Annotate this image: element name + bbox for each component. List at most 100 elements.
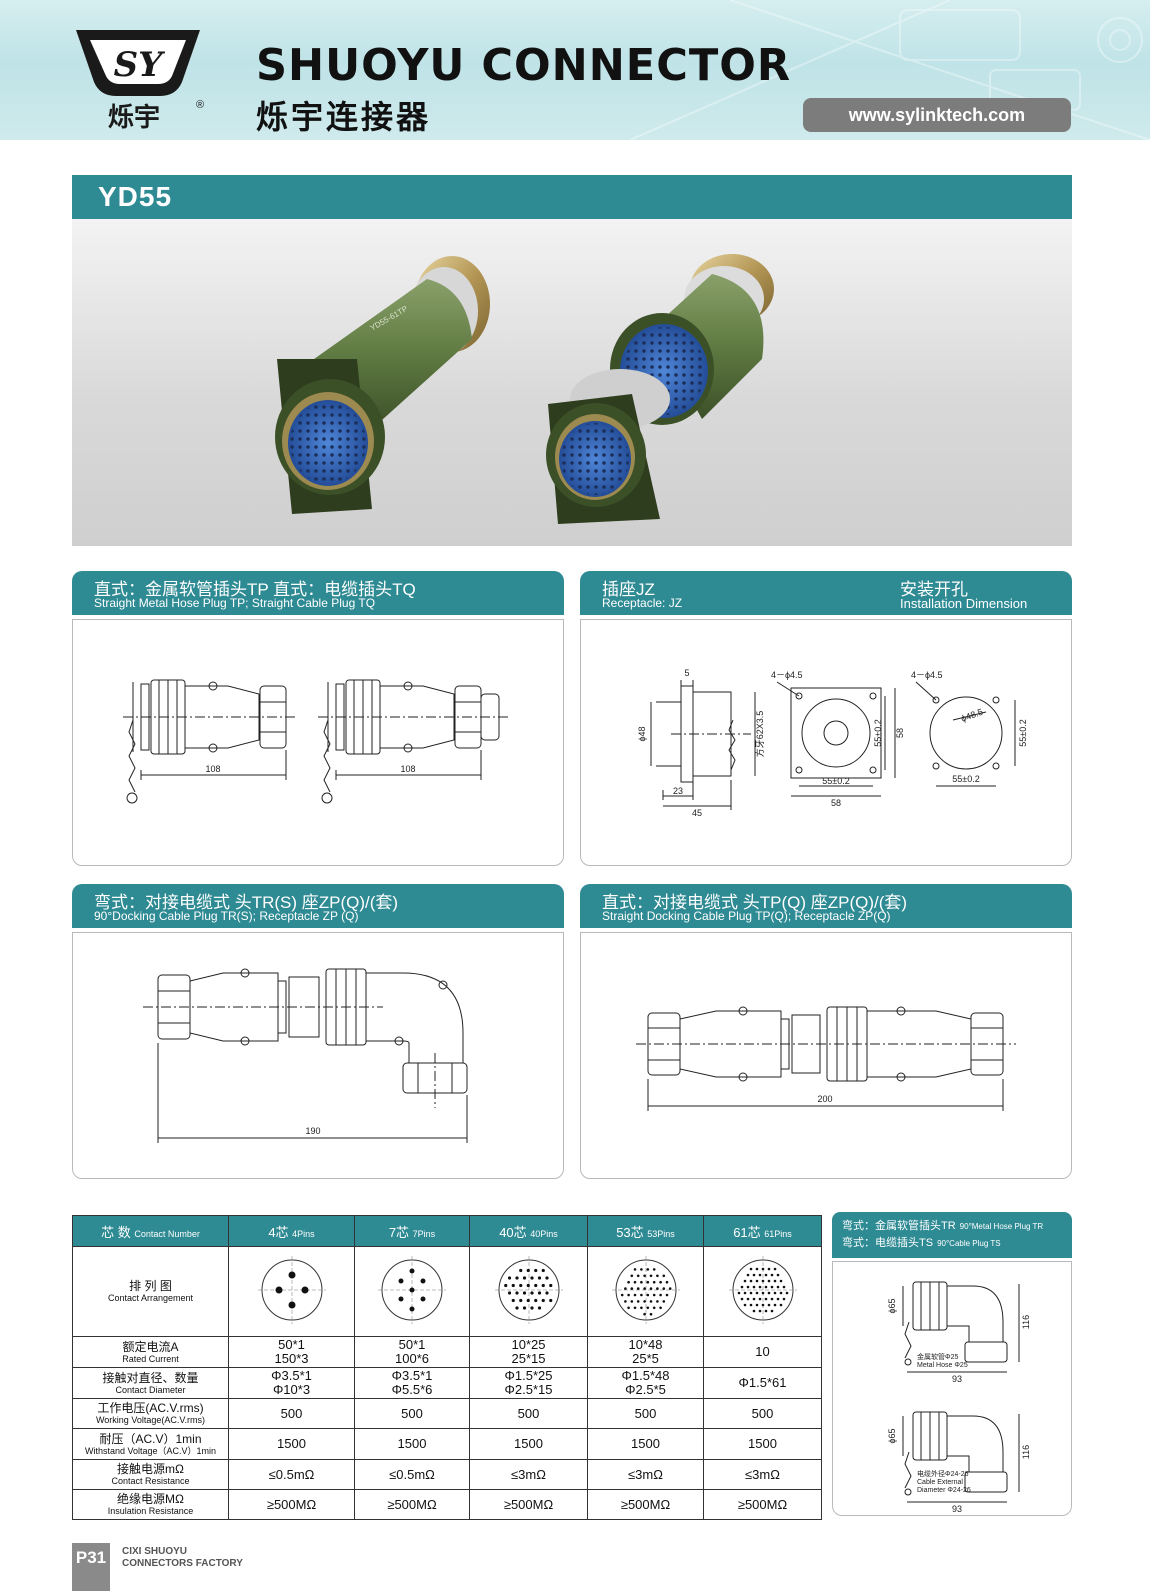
contact-pin [764, 1309, 767, 1313]
contact-pin [767, 1303, 770, 1307]
side-bottom-cable-cn: 电缆外径Φ24-26 [917, 1469, 969, 1478]
side-top-width: 93 [952, 1374, 962, 1384]
contact-pin [752, 1273, 755, 1277]
contact-pin [658, 1280, 662, 1284]
logo-mark: SY [114, 45, 166, 85]
cell: ≥500MΩ [587, 1489, 704, 1520]
section-plug-tp-tq-drawing: 108 108 [72, 619, 564, 866]
contact-pin [646, 1268, 649, 1271]
cell: 1500 [228, 1428, 355, 1460]
col-cn: 40芯 [499, 1224, 527, 1240]
arrangement-diagram [728, 1256, 797, 1324]
cell: ≥500MΩ [228, 1489, 355, 1520]
dim-holes-b: 4－ϕ4.5 [911, 670, 943, 680]
spec-header-cn: 芯 数 [101, 1224, 131, 1240]
contact-pin [767, 1267, 770, 1271]
side-panel-drawing: ϕ65 116 金属软管Φ25 Metal Hose Φ25 93 ϕ65 11… [832, 1261, 1072, 1516]
cell: Φ1.5*61 [703, 1367, 822, 1399]
row-label-en: Contact Arrangement [107, 1293, 194, 1303]
cell-line: 10*25 [511, 1337, 546, 1352]
contact-pin [658, 1293, 662, 1297]
cell-line: Φ10*3 [272, 1382, 311, 1397]
website-link[interactable]: www.sylinktech.com [803, 98, 1071, 132]
side-top-hose-cn: 金属软管Φ25 [917, 1352, 958, 1361]
contact-pin [652, 1268, 655, 1271]
contact-pin [420, 1278, 426, 1284]
contact-pin [746, 1285, 749, 1289]
page-number: P31 [72, 1543, 110, 1591]
side-bottom-cable-en2: Diameter Φ24-26 [917, 1487, 971, 1494]
contact-pin [649, 1274, 652, 1278]
contact-pin [646, 1306, 649, 1310]
row-label-en: Working Voltage(AC.V.rms) [95, 1415, 206, 1425]
contact-pin [537, 1291, 541, 1295]
contact-pin [522, 1291, 526, 1295]
contact-pin [642, 1312, 646, 1316]
receptacle-drawing: 5 ϕ48 23 45 方牙62X3.5 4－ϕ4.5 55±0.2 58 55… [637, 668, 1028, 818]
cell: 500 [469, 1398, 588, 1429]
spec-header-label: 芯 数 Contact Number [72, 1215, 229, 1247]
cell-line: 10 [755, 1344, 770, 1359]
contact-pin [749, 1291, 752, 1295]
section-title2-cn: 安装开孔 [900, 580, 968, 599]
contact-pin [761, 1291, 764, 1295]
right-connector-photo [546, 254, 774, 524]
contact-pin [773, 1267, 776, 1271]
contact-pin [518, 1268, 522, 1273]
section-docking-90-drawing: 190 [72, 932, 564, 1179]
contact-pin [764, 1273, 767, 1277]
side-top-hose-en: Metal Hose Φ25 [917, 1362, 968, 1369]
col-cn: 61芯 [733, 1224, 761, 1240]
row-label-cn: 额定电流A [122, 1339, 179, 1354]
contact-pin [639, 1293, 643, 1297]
side-line-cn: 弯式：金属软管插头TR [842, 1220, 956, 1232]
contact-pin [288, 1301, 295, 1309]
cell: ≥500MΩ [703, 1489, 822, 1520]
col-61pins: 61芯 61Pins [703, 1215, 822, 1247]
contact-pin [301, 1286, 308, 1294]
section-receptacle-drawing: 5 ϕ48 23 45 方牙62X3.5 4－ϕ4.5 55±0.2 58 55… [580, 619, 1072, 866]
contact-pin [749, 1279, 752, 1283]
section-title-en: Straight Docking Cable Plug TP(Q); Recep… [602, 909, 891, 923]
contact-pin [740, 1285, 743, 1289]
section-title-en: Receptacle: JZ [602, 596, 683, 610]
cell: 1500 [469, 1428, 588, 1460]
cell-line: 50*1 [278, 1337, 305, 1352]
row-label-en: Rated Current [122, 1353, 179, 1364]
contact-pin [507, 1291, 511, 1295]
brand-name-cn: 烁宇连接器 [256, 98, 432, 136]
section-title-cn: 插座JZ [602, 580, 655, 599]
section-title-cn: 弯式：对接电缆式 头TR(S) 座ZP(Q)/(套) [94, 893, 399, 912]
factory-line-2: CONNECTORS FACTORY [122, 1558, 243, 1569]
contact-pin [275, 1286, 282, 1294]
contact-pin [544, 1291, 549, 1295]
cell: ≤3mΩ [703, 1459, 822, 1490]
cell: 500 [703, 1398, 822, 1429]
contact-pin [503, 1283, 507, 1288]
contact-pin [529, 1291, 534, 1295]
cell-line: 150*3 [274, 1351, 309, 1366]
col-en: 40Pins [530, 1228, 558, 1239]
contact-pin [665, 1280, 668, 1284]
contact-pin [755, 1279, 758, 1283]
contact-pin [518, 1283, 522, 1288]
col-53pins: 53芯 53Pins [587, 1215, 704, 1247]
contact-pin [409, 1268, 415, 1274]
dim-23: 23 [673, 786, 683, 796]
cell: ≤3mΩ [469, 1459, 588, 1490]
col-en: 7Pins [412, 1228, 436, 1239]
row-label-cn: 接触电源mΩ [117, 1462, 184, 1476]
arrangement-40pins [469, 1246, 588, 1337]
section-title-en: Straight Metal Hose Plug TP; Straight Ca… [94, 596, 376, 610]
spec-header-en: Contact Number [134, 1228, 200, 1239]
contact-pin [749, 1267, 752, 1271]
contact-pin [529, 1306, 534, 1310]
col-7pins: 7芯 7Pins [354, 1215, 470, 1247]
spec-table: 芯 数 Contact Number 4芯 4Pins 7芯 7Pins 40芯… [72, 1215, 822, 1520]
contact-pin [630, 1287, 633, 1290]
contact-pin [755, 1291, 758, 1295]
cell-line: 50*1 [398, 1337, 426, 1352]
contact-pin [761, 1267, 764, 1271]
